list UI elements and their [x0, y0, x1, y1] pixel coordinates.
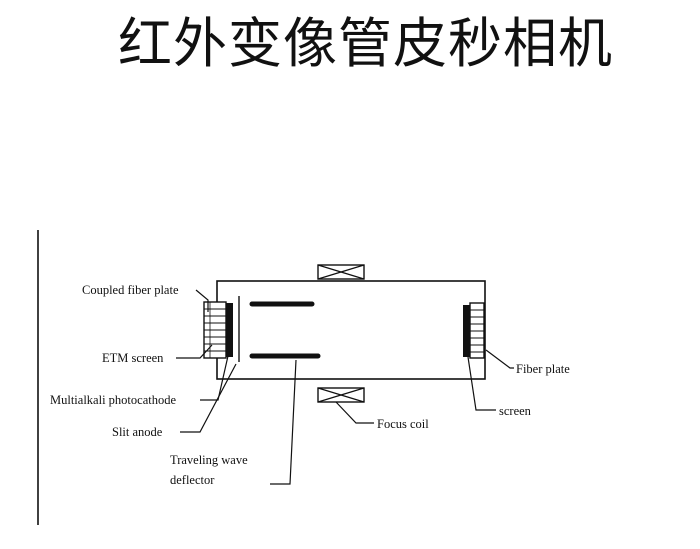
- label-fiber-plate: Fiber plate: [516, 362, 570, 376]
- leader-screen: [467, 356, 496, 411]
- coupled-fiber-plate: [203, 301, 227, 359]
- page-title: 红外变像管皮秒相机: [118, 12, 613, 75]
- leader-deflector: [270, 359, 297, 485]
- leader-fiber-plate: [485, 349, 514, 369]
- leader-coupled-fiber-plate: [195, 289, 209, 312]
- fiber-plate-right: [469, 302, 485, 359]
- label-slit-anode: Slit anode: [112, 425, 163, 439]
- tube-body: [216, 280, 486, 380]
- label-multialkali-photocathode: Multialkali photocathode: [50, 393, 177, 407]
- label-coupled-fiber-plate: Coupled fiber plate: [82, 283, 179, 297]
- label-traveling-wave-line2: deflector: [170, 473, 215, 487]
- leader-photocathode: [200, 355, 229, 401]
- phosphor-screen: [463, 305, 470, 357]
- leader-etm-screen: [176, 344, 213, 359]
- label-screen: screen: [499, 404, 531, 418]
- label-focus-coil: Focus coil: [377, 417, 429, 431]
- etm-screen: [226, 303, 233, 357]
- leader-slit-anode: [180, 363, 237, 433]
- label-traveling-wave-line1: Traveling wave: [170, 453, 248, 467]
- focus-coil-bottom: [317, 387, 365, 403]
- label-etm-screen: ETM screen: [102, 351, 164, 365]
- leader-focus-coil: [335, 401, 374, 424]
- focus-coil-top: [317, 264, 365, 280]
